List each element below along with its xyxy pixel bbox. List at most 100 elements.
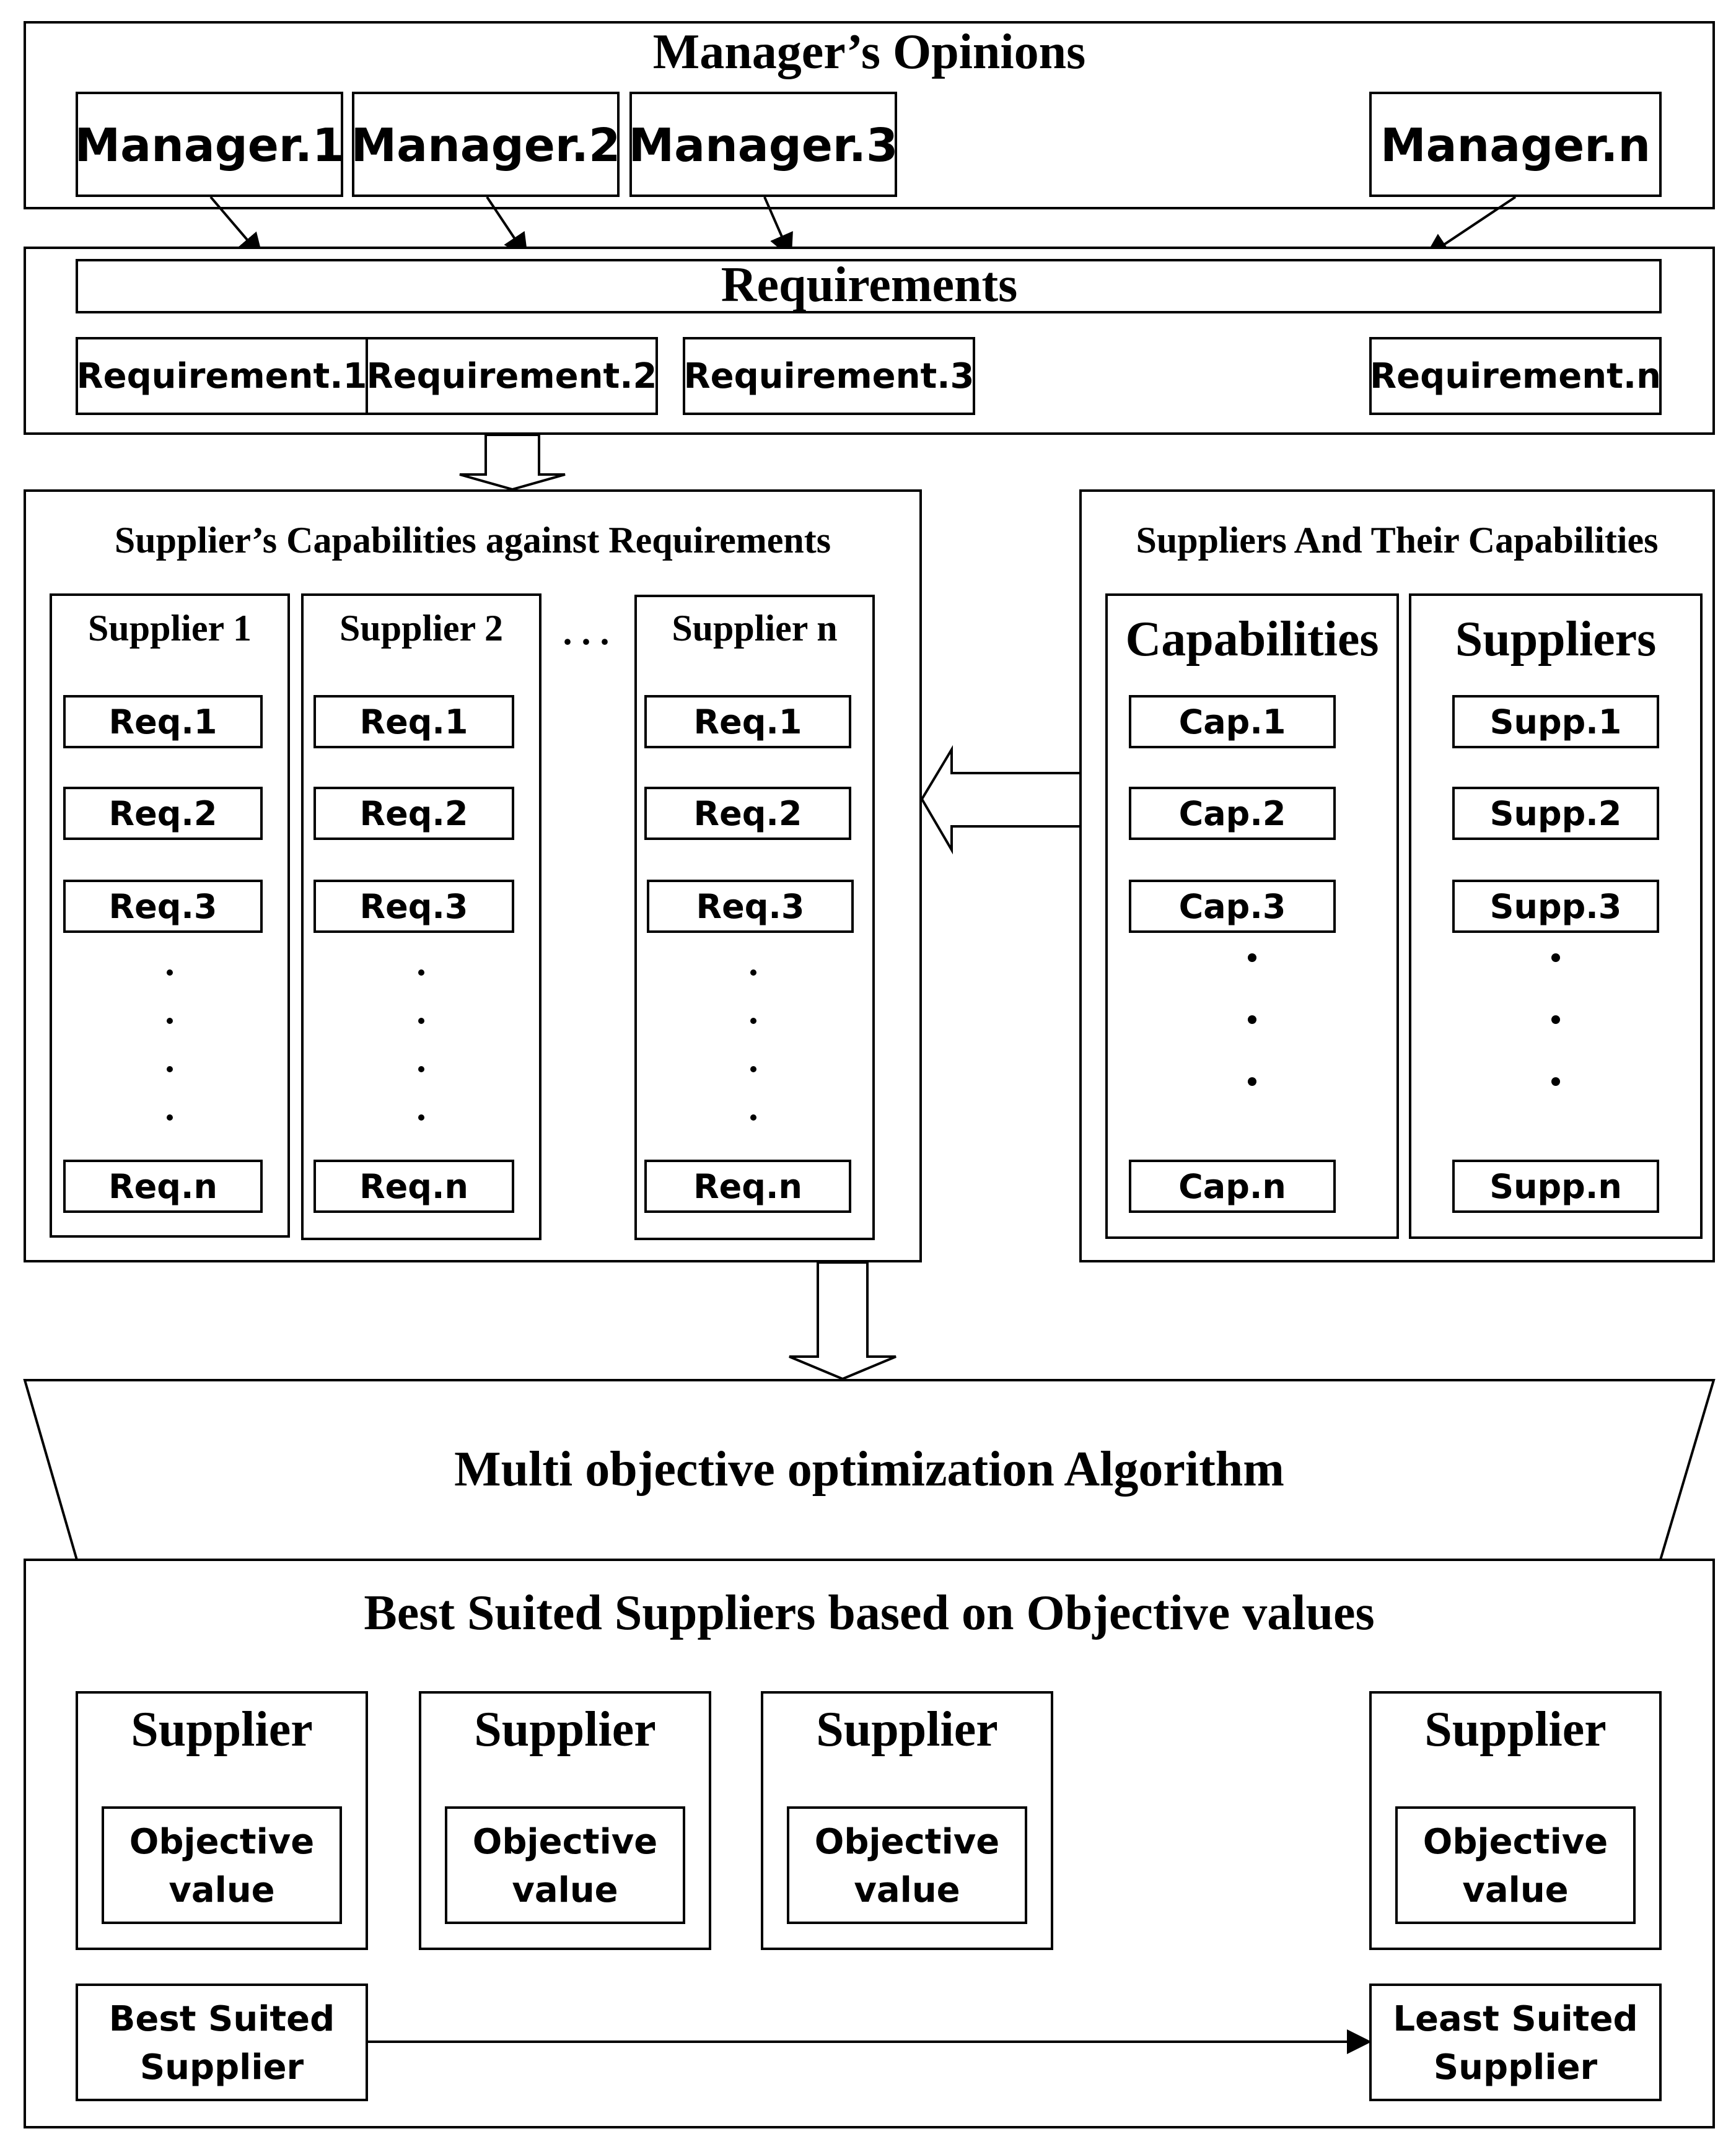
cap-1-label: Cap.1 <box>1179 702 1286 741</box>
supplier-card-1-title: Supplier <box>131 1702 312 1757</box>
supplier-2-title: Supplier 2 <box>340 608 503 649</box>
requirement-n-label: Requirement.n <box>1370 356 1661 396</box>
supplier-1-req-n-label: Req.n <box>108 1167 217 1206</box>
cap-3-box <box>1129 880 1336 933</box>
supplier-1-title: Supplier 1 <box>88 608 252 649</box>
manager-3-box <box>629 92 897 197</box>
supplier-n-req-2-label: Req.2 <box>694 794 802 833</box>
best-suited-line1: Best Suited <box>109 1999 335 2039</box>
supplier-n-req-n <box>644 1160 851 1213</box>
capabilities-vertical-dots <box>1248 953 1256 1086</box>
supp-n-label: Supp.n <box>1489 1167 1622 1206</box>
algorithm-down-arrow <box>789 1261 896 1381</box>
supp-2-box <box>1452 787 1659 840</box>
columns-ellipsis: . . . <box>563 611 610 652</box>
manager-2-box <box>352 92 620 197</box>
supplier-1-req-n <box>63 1160 263 1213</box>
requirements-title-bar <box>76 259 1662 313</box>
best-suited-supplier-box <box>76 1984 368 2101</box>
capabilities-against-requirements-title: Supplier’s Capabilities against Requirem… <box>115 520 831 561</box>
supplier-2-req-1 <box>313 695 514 748</box>
manager-opinions-section: Manager’s Opinions Manager.1 Manager.2 M… <box>24 21 1715 209</box>
supp-1-box <box>1452 695 1659 748</box>
cap-n-label: Cap.n <box>1178 1167 1286 1206</box>
supplier-n-req-1 <box>644 695 851 748</box>
suppliers-vertical-dots <box>1551 953 1560 1086</box>
objective-value-3-line1: Objective <box>815 1822 1000 1862</box>
suppliers-capabilities-section: Suppliers And Their Capabilities Capabil… <box>1079 489 1715 1262</box>
supplier-n-req-2 <box>644 787 851 840</box>
algorithm-title: Multi objective optimization Algorithm <box>454 1442 1284 1497</box>
supplier-n-req-3-label: Req.3 <box>696 887 805 926</box>
requirement-2-box <box>366 337 658 415</box>
capabilities-title: Capabilities <box>1126 612 1379 667</box>
cap-1-box <box>1129 695 1336 748</box>
requirement-3-label: Requirement.3 <box>683 356 974 396</box>
supplier-2-req-3 <box>313 880 514 933</box>
objective-value-2-box <box>445 1806 685 1924</box>
suppliers-title: Suppliers <box>1455 612 1657 667</box>
objective-value-n-line2: value <box>1462 1870 1568 1910</box>
supplier-1-req-2-label: Req.2 <box>109 794 217 833</box>
best-suited-section: Best Suited Suppliers based on Objective… <box>24 1559 1715 2128</box>
least-suited-line1: Least Suited <box>1393 1999 1637 2039</box>
supp-3-box <box>1452 880 1659 933</box>
manager-opinions-title: Manager’s Opinions <box>653 25 1086 79</box>
manager-3-label: Manager.3 <box>629 119 898 172</box>
best-suited-title: Best Suited Suppliers based on Objective… <box>364 1586 1374 1640</box>
supplier-n-req-1-label: Req.1 <box>694 702 802 741</box>
objective-value-2-line2: value <box>512 1870 618 1910</box>
supplier-card-n-title: Supplier <box>1424 1702 1606 1757</box>
least-suited-line2: Supplier <box>1434 2047 1598 2088</box>
supp-2-label: Supp.2 <box>1490 794 1622 833</box>
least-suited-supplier-box <box>1369 1984 1662 2101</box>
requirement-3-box <box>683 337 975 415</box>
manager-1-box <box>76 92 343 197</box>
capabilities-left-arrow <box>920 745 1082 855</box>
requirements-section: Requirements Requirement.1 Requirement.2… <box>24 247 1715 435</box>
cap-n-box <box>1129 1160 1336 1213</box>
supplier-n-vertical-dots <box>750 969 756 1121</box>
suppliers-capabilities-title: Suppliers And Their Capabilities <box>1136 520 1658 561</box>
requirement-n-box <box>1369 337 1662 415</box>
objective-value-n-line1: Objective <box>1423 1822 1608 1862</box>
cap-2-label: Cap.2 <box>1179 794 1286 833</box>
objective-value-3-line2: value <box>854 1870 960 1910</box>
cap-2-box <box>1129 787 1336 840</box>
manager-2-label: Manager.2 <box>351 119 621 172</box>
supplier-2-req-3-label: Req.3 <box>360 887 468 926</box>
objective-value-1-line2: value <box>169 1870 274 1910</box>
supp-n-box <box>1452 1160 1659 1213</box>
supplier-card-3-title: Supplier <box>816 1702 997 1757</box>
supp-3-label: Supp.3 <box>1490 887 1622 926</box>
supplier-1-vertical-dots <box>167 969 173 1121</box>
capabilities-against-requirements-section: Supplier’s Capabilities against Requirem… <box>24 489 922 1262</box>
supplier-2-req-n-label: Req.n <box>359 1167 468 1206</box>
supplier-2-req-1-label: Req.1 <box>360 702 468 741</box>
supplier-n-title: Supplier n <box>672 608 837 649</box>
objective-value-n-box <box>1395 1806 1636 1924</box>
algorithm-section: Multi objective optimization Algorithm <box>23 1379 1716 1561</box>
requirements-down-arrow <box>459 434 566 491</box>
objective-value-3-box <box>787 1806 1027 1924</box>
requirements-title: Requirements <box>721 258 1017 312</box>
supplier-1-req-2 <box>63 787 263 840</box>
supplier-2-req-2 <box>313 787 514 840</box>
manager-n-label: Manager.n <box>1380 119 1651 172</box>
best-suited-line2: Supplier <box>140 2047 304 2088</box>
requirement-2-label: Requirement.2 <box>366 356 657 396</box>
requirement-1-label: Requirement.1 <box>76 356 367 396</box>
supplier-n-req-n-label: Req.n <box>693 1167 802 1206</box>
supp-1-label: Supp.1 <box>1490 702 1622 741</box>
supplier-2-vertical-dots <box>418 969 424 1121</box>
supplier-card-2-title: Supplier <box>474 1702 655 1757</box>
supplier-2-req-2-label: Req.2 <box>360 794 468 833</box>
supplier-1-req-3 <box>63 880 263 933</box>
supplier-1-req-1-label: Req.1 <box>109 702 217 741</box>
supplier-2-req-n <box>313 1160 514 1213</box>
objective-value-2-line1: Objective <box>473 1822 658 1862</box>
manager-1-label: Manager.1 <box>75 119 344 172</box>
manager-n-box <box>1369 92 1662 197</box>
